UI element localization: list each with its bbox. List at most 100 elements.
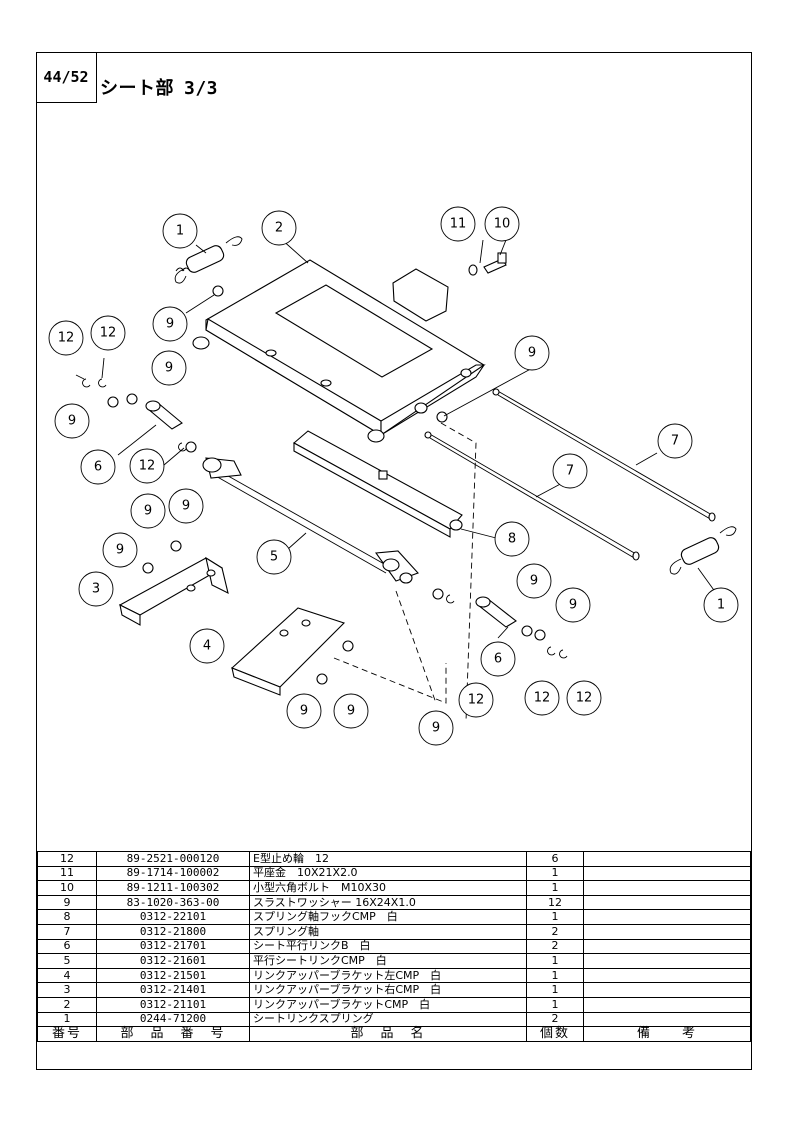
spring-part-1-upper bbox=[174, 236, 243, 284]
callout-6-lower: 6 bbox=[480, 641, 516, 677]
svg-text:2: 2 bbox=[275, 221, 283, 236]
svg-text:9: 9 bbox=[68, 414, 76, 429]
cell-qty: 12 bbox=[526, 894, 584, 911]
link-part-5 bbox=[202, 457, 419, 584]
cell-part-name: 平座金 10X21X2.0 bbox=[249, 865, 527, 882]
callout-9-e: 9 bbox=[168, 488, 204, 524]
svg-text:9: 9 bbox=[144, 504, 152, 519]
cell-qty: 1 bbox=[526, 996, 584, 1013]
svg-text:12: 12 bbox=[100, 326, 117, 341]
washers-part-9 bbox=[107, 285, 546, 685]
cell-part-number: 0312-21501 bbox=[96, 967, 250, 984]
svg-text:8: 8 bbox=[508, 532, 516, 547]
link-pin-part-6-lower bbox=[475, 596, 517, 628]
svg-text:12: 12 bbox=[139, 459, 156, 474]
svg-text:5: 5 bbox=[270, 550, 278, 565]
cell-part-number: 0312-21401 bbox=[96, 982, 250, 998]
svg-text:6: 6 bbox=[494, 652, 502, 667]
callout-9-k: 9 bbox=[333, 693, 369, 729]
header-part-name: 部 品 名 bbox=[249, 1026, 527, 1042]
svg-text:10: 10 bbox=[494, 217, 511, 232]
svg-text:7: 7 bbox=[566, 464, 574, 479]
callout-2: 2 bbox=[261, 210, 297, 246]
svg-text:1: 1 bbox=[717, 598, 725, 613]
spring-shaft-part-7-b bbox=[424, 431, 640, 561]
cell-remarks bbox=[583, 1011, 751, 1028]
cell-no: 3 bbox=[37, 982, 97, 998]
cell-part-name: リンクアッパーブラケット右CMP 白 bbox=[249, 982, 527, 998]
callout-9-h: 9 bbox=[516, 563, 552, 599]
cell-part-name: シートリンクスプリング bbox=[249, 1011, 527, 1028]
cell-remarks bbox=[583, 996, 751, 1013]
dashed-assembly-lines bbox=[333, 422, 477, 722]
cell-remarks bbox=[583, 923, 751, 940]
svg-text:4: 4 bbox=[203, 639, 211, 654]
cell-part-number: 0312-21800 bbox=[96, 923, 250, 940]
callout-9-j: 9 bbox=[286, 693, 322, 729]
cell-qty: 1 bbox=[526, 880, 584, 896]
cell-part-name: スプリング軸 bbox=[249, 923, 527, 940]
callout-12-f: 12 bbox=[566, 680, 602, 716]
bolt-part-10 bbox=[483, 252, 507, 274]
cell-part-name: スプリング軸フックCMP 白 bbox=[249, 909, 527, 925]
svg-text:9: 9 bbox=[300, 704, 308, 719]
cell-remarks bbox=[583, 865, 751, 882]
cell-part-name: E型止め輪 12 bbox=[249, 851, 527, 867]
callout-12-c: 12 bbox=[129, 448, 165, 484]
cell-remarks bbox=[583, 982, 751, 998]
cell-no: 2 bbox=[37, 996, 97, 1013]
callout-5: 5 bbox=[256, 539, 292, 575]
cell-part-number: 0312-21101 bbox=[96, 996, 250, 1013]
header-part-number: 部 品 番 号 bbox=[96, 1026, 250, 1042]
callout-9-i: 9 bbox=[555, 587, 591, 623]
bracket-right-part-3 bbox=[118, 556, 229, 626]
parts-list-header: 番号 部 品 番 号 部 品 名 個数 備 考 bbox=[37, 1026, 751, 1042]
svg-text:12: 12 bbox=[468, 693, 485, 708]
cell-part-number: 83-1020-363-00 bbox=[96, 894, 250, 911]
svg-text:11: 11 bbox=[450, 217, 467, 232]
svg-text:3: 3 bbox=[92, 582, 100, 597]
cell-part-number: 0244-71200 bbox=[96, 1011, 250, 1028]
cell-part-number: 0312-22101 bbox=[96, 909, 250, 925]
cell-remarks bbox=[583, 851, 751, 867]
callout-9-b: 9 bbox=[151, 350, 187, 386]
cell-part-name: リンクアッパーブラケット左CMP 白 bbox=[249, 967, 527, 984]
cell-qty: 1 bbox=[526, 865, 584, 882]
spring-shaft-hook-part-8 bbox=[293, 430, 463, 538]
callout-4: 4 bbox=[189, 628, 225, 664]
callout-9-l: 9 bbox=[418, 710, 454, 746]
callout-12-b: 12 bbox=[90, 315, 126, 351]
cell-part-number: 0312-21601 bbox=[96, 953, 250, 969]
cell-remarks bbox=[583, 894, 751, 911]
cell-qty: 1 bbox=[526, 982, 584, 998]
cell-no: 12 bbox=[37, 851, 97, 867]
callout-1-lower: 1 bbox=[703, 587, 739, 623]
svg-text:12: 12 bbox=[534, 691, 551, 706]
svg-text:9: 9 bbox=[116, 543, 124, 558]
cell-no: 5 bbox=[37, 953, 97, 969]
cell-no: 1 bbox=[37, 1011, 97, 1028]
cell-part-name: リンクアッパーブラケットCMP 白 bbox=[249, 996, 527, 1013]
page-title-text: シート部 bbox=[100, 78, 174, 99]
page-frame bbox=[36, 52, 752, 1070]
callout-3: 3 bbox=[78, 571, 114, 607]
bracket-plate-part-2 bbox=[192, 259, 486, 443]
cell-part-number: 89-1211-100302 bbox=[96, 880, 250, 896]
callout-9-g: 9 bbox=[102, 532, 138, 568]
callout-9-c: 9 bbox=[54, 403, 90, 439]
callout-9-f: 9 bbox=[130, 493, 166, 529]
header-no: 番号 bbox=[37, 1026, 97, 1042]
cell-no: 4 bbox=[37, 967, 97, 984]
callout-12-a: 12 bbox=[48, 320, 84, 356]
bracket-left-part-4 bbox=[230, 607, 346, 696]
cell-part-name: 小型六角ボルト M10X30 bbox=[249, 880, 527, 896]
